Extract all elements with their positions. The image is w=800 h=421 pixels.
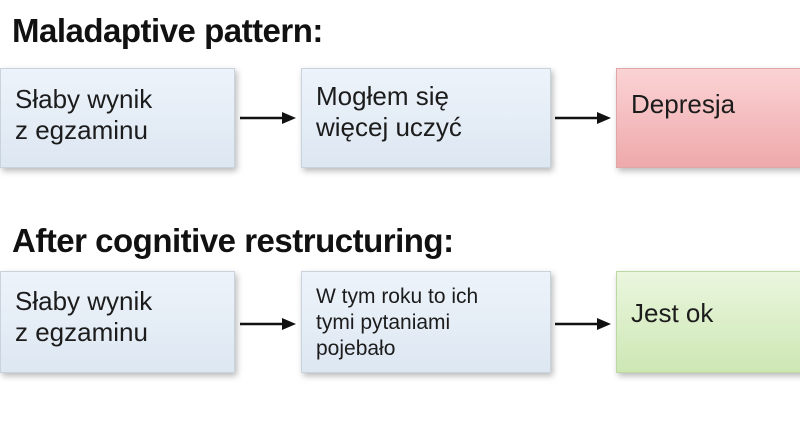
- box-text-line: z egzaminu: [15, 115, 148, 145]
- box-text-line: pojebało: [316, 337, 396, 360]
- heading-after-cognitive-restructuring: After cognitive restructuring:: [12, 222, 454, 259]
- box-text-line: Jest ok: [631, 298, 714, 328]
- box-text-line: więcej uczyć: [316, 112, 462, 142]
- box-text-line: Depresja: [631, 89, 736, 119]
- box-text-line: Słaby wynik: [15, 286, 153, 316]
- box-reframed-thought: W tym roku to ich tymi pytaniami pojebał…: [301, 271, 551, 373]
- box-text-line: tymi pytaniami: [316, 311, 451, 334]
- box-text-line: Słaby wynik: [15, 84, 153, 114]
- box-text-line: z egzaminu: [15, 317, 148, 347]
- box-text-line: Mogłem się: [316, 81, 449, 111]
- arrow-right-icon: [240, 318, 296, 330]
- box-poor-exam-result: Słaby wynik z egzaminu: [0, 271, 235, 373]
- box-poor-exam-result: Słaby wynik z egzaminu: [0, 68, 235, 168]
- box-its-ok-outcome: Jest ok: [616, 271, 800, 373]
- box-could-have-studied-more: Mogłem się więcej uczyć: [301, 68, 551, 168]
- arrow-right-icon: [240, 112, 296, 124]
- heading-maladaptive-pattern: Maladaptive pattern:: [12, 12, 323, 49]
- arrow-right-icon: [555, 318, 611, 330]
- box-text-line: W tym roku to ich: [316, 285, 479, 308]
- arrow-right-icon: [555, 112, 611, 124]
- box-depression-outcome: Depresja: [616, 68, 800, 168]
